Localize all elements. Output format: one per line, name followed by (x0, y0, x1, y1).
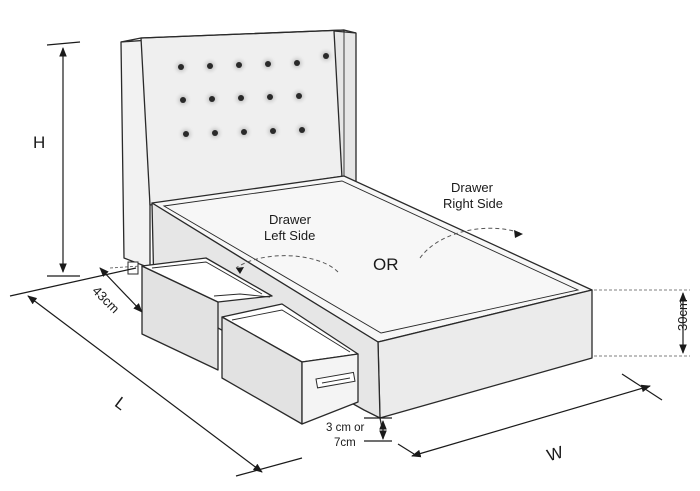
dimension-width: W (397, 373, 663, 466)
drawer-front-end (301, 353, 359, 425)
drawer-rear-tray (141, 257, 273, 303)
tuft-button (236, 62, 242, 68)
tuft-button (180, 97, 186, 103)
drawer-right-motion (419, 227, 523, 259)
dimension-height: H (33, 41, 81, 277)
headboard-foot (127, 261, 139, 275)
drawer-depth-label: 43cm (89, 283, 122, 316)
tuft-button (265, 61, 271, 67)
tuft-button (294, 60, 300, 66)
base-height-label: 30cm (675, 299, 690, 331)
tuft-button (238, 95, 244, 101)
tuft-button (209, 96, 215, 102)
dimension-clearance: 3 cm or 7cm (326, 417, 392, 449)
drawer-left-label-1: Drawer (269, 212, 312, 227)
tuft-button (207, 63, 213, 69)
drawer-right-label-1: Drawer (451, 180, 494, 195)
length-label: L (111, 393, 130, 414)
clearance-label-2: 7cm (334, 437, 356, 449)
tuft-button (323, 53, 329, 59)
drawer-left-label-2: Left Side (264, 228, 315, 243)
headboard (120, 29, 357, 275)
or-label: OR (373, 255, 399, 274)
tuft-button (299, 127, 305, 133)
width-label: W (545, 443, 566, 466)
tuft-button (241, 129, 247, 135)
clearance-label-1: 3 cm or (326, 422, 365, 434)
tuft-button (267, 94, 273, 100)
height-label: H (33, 133, 45, 152)
dimension-base-height: 30cm (594, 289, 690, 357)
tuft-button (178, 64, 184, 70)
drawer-left-motion (235, 255, 339, 274)
headboard-panel (140, 29, 345, 206)
tuft-button (296, 93, 302, 99)
drawer-runner (315, 371, 356, 389)
tuft-button (212, 130, 218, 136)
headboard-tufting (172, 47, 335, 143)
tuft-button (183, 131, 189, 137)
drawer-right-label-2: Right Side (443, 196, 503, 211)
tuft-button (270, 128, 276, 134)
